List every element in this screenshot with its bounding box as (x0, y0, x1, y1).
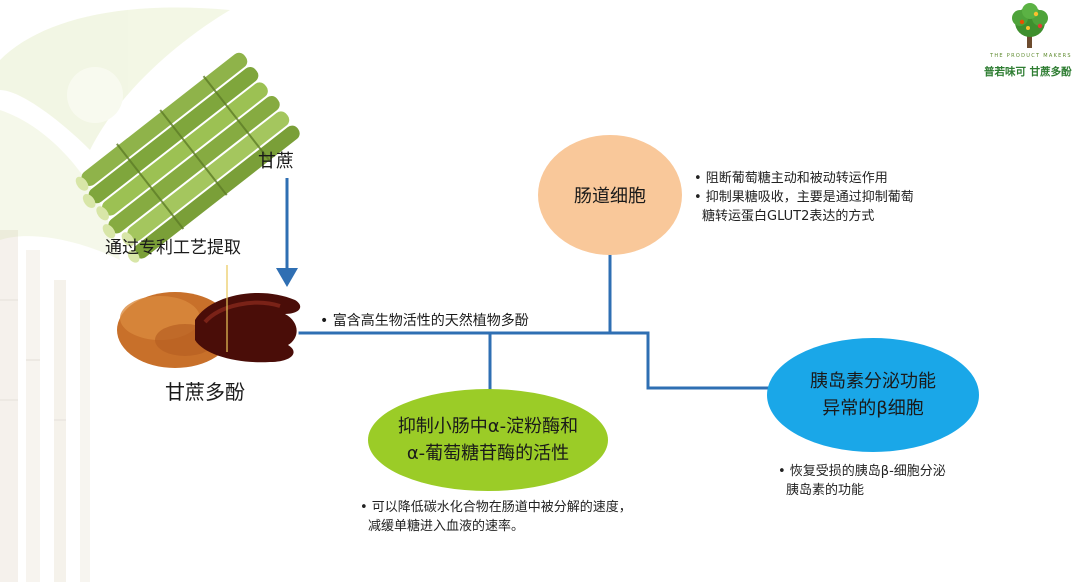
beta-cell-label-line2: 异常的β细胞 (822, 398, 924, 419)
intestine-cell-label: 肠道细胞 (574, 186, 646, 207)
extraction-arrow (276, 178, 298, 287)
enzyme-label-line2: α-葡萄糖苷酶的活性 (406, 443, 570, 464)
beta-point-1: • 恢复受损的胰岛β-细胞分泌 (778, 464, 946, 479)
intestine-point-3: 糖转运蛋白GLUT2表达的方式 (702, 209, 875, 224)
enzyme-point-1: • 可以降低碳水化合物在肠道中被分解的速度， (360, 500, 632, 515)
intestine-point-1: • 阻断葡萄糖主动和被动转运作用 (694, 171, 888, 186)
brand-name: 普若味可 甘蔗多酚 (984, 66, 1072, 78)
enzyme-inhibition-node: 抑制小肠中α-淀粉酶和 α-葡萄糖苷酶的活性 (368, 389, 608, 491)
source-label: 甘蔗 (258, 151, 294, 172)
sugarcane-bundle-icon (75, 52, 300, 263)
enzyme-point-2: 减缓单糖进入血液的速率。 (368, 519, 525, 534)
beta-cell-label-line1: 胰岛素分泌功能 (810, 371, 936, 392)
connector-lines (298, 253, 770, 391)
product-label: 甘蔗多酚 (165, 380, 245, 404)
process-label: 通过专利工艺提取 (105, 238, 241, 258)
enzyme-points: • 可以降低碳水化合物在肠道中被分解的速度， 减缓单糖进入血液的速率。 (360, 498, 690, 536)
brand-tagline: THE PRODUCT MAKERS (990, 53, 1072, 59)
background-leaf-decoration (0, 7, 230, 260)
beta-cell-points: • 恢复受损的胰岛β-细胞分泌 胰岛素的功能 (778, 462, 1028, 500)
intestine-point-2: • 抑制果糖吸收，主要是通过抑制葡萄 (694, 190, 914, 205)
beta-point-2: 胰岛素的功能 (786, 483, 865, 498)
product-feature-text: • 富含高生物活性的天然植物多酚 (320, 313, 529, 329)
brand-logo-tree-icon (1012, 3, 1048, 48)
beta-cell-node: 胰岛素分泌功能 异常的β细胞 (767, 338, 979, 452)
intestine-cell-node: 肠道细胞 (538, 135, 682, 255)
intestine-points: • 阻断葡萄糖主动和被动转运作用 • 抑制果糖吸收，主要是通过抑制葡萄 糖转运蛋… (694, 169, 984, 226)
enzyme-label-line1: 抑制小肠中α-淀粉酶和 (397, 416, 579, 437)
background-cane-stalks (0, 230, 90, 582)
polyphenol-extract-icon (117, 265, 301, 368)
